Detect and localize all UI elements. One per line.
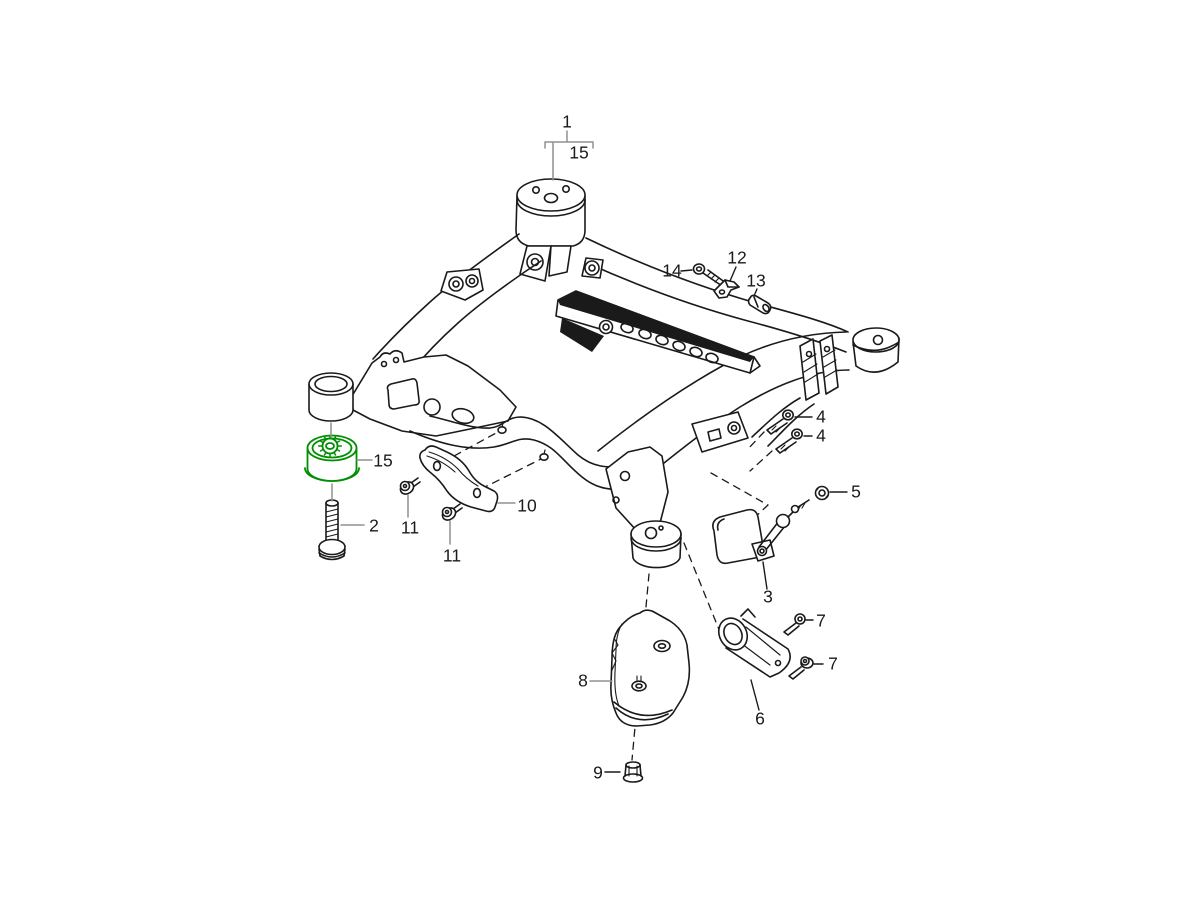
part-5-nut [814,485,830,501]
part-8-heat-shield [610,609,691,727]
part-7-bolt-a [783,613,806,636]
part-4-bolt-b [775,428,803,454]
part-4-bolt-a [766,409,794,435]
part-11-bolt-b [441,503,463,521]
part-11-bolt-a [399,477,421,495]
part-7-bolt-b [788,656,814,680]
part-3-level-sensor [712,499,810,565]
label-lines-black [604,266,848,773]
part-6-bracket [717,608,791,678]
assembly-dashed-lines [442,431,773,761]
part-14-screw [692,263,727,287]
part-subframe [308,178,900,569]
part-9-nut [622,761,644,783]
leader-lines-gray [330,130,613,682]
part-15-bushing-highlighted [304,434,360,482]
part-10-bracket [419,445,499,513]
part-2-bolt [318,499,346,561]
part-13-plug [747,294,772,315]
part-12-bracket [713,279,740,299]
